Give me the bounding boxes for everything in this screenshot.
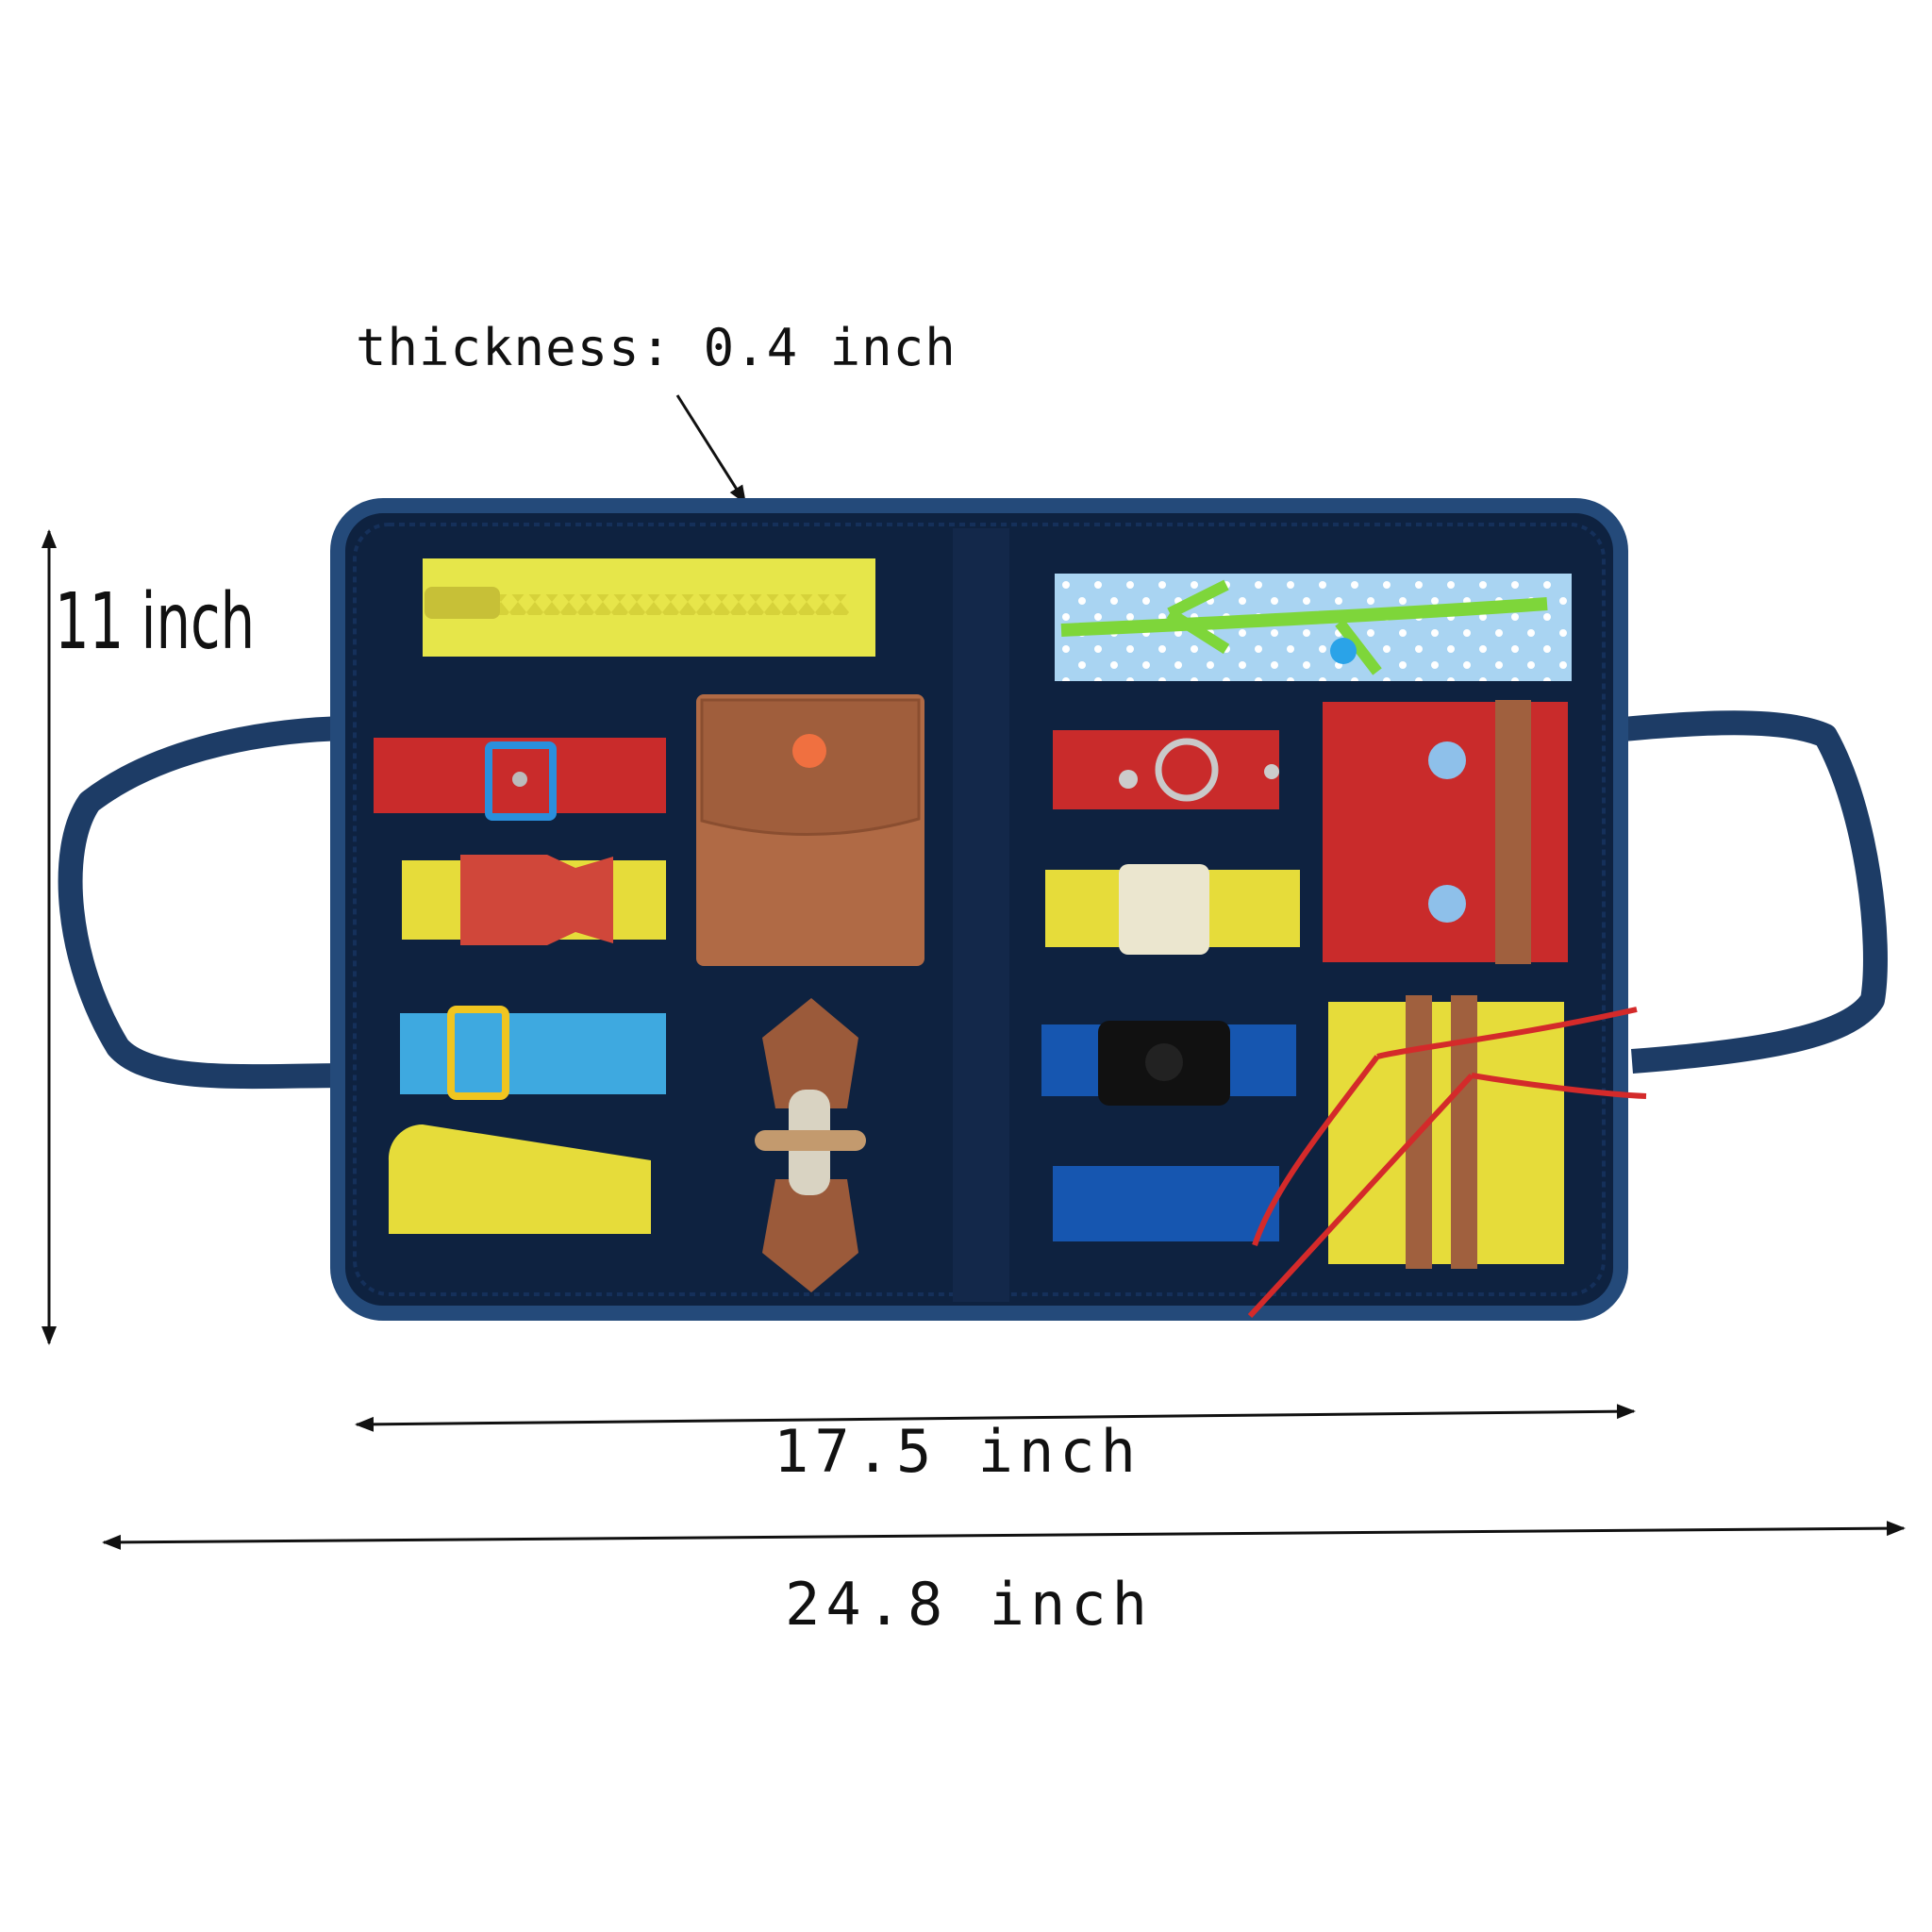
thickness-label: thickness: 0.4 inch [356,318,957,377]
yellow-quick-release-buckle [1045,864,1300,955]
blue-push-buckle [1041,1021,1296,1106]
yellow-velcro-strap [388,1124,651,1234]
red-belt-buckle [374,738,666,821]
board-width-arrow [355,1404,1636,1432]
zipper [423,558,875,657]
board-stitching [353,523,1606,1296]
total-width-arrow [102,1521,1906,1550]
toggle-clasp [755,998,866,1292]
right-handle [1602,710,1888,1074]
brown-snap-pocket [696,694,924,966]
blue-elastic-strap [1053,1166,1279,1241]
yellow-side-release-buckle [402,855,666,945]
blue-slide-buckle [400,1006,666,1100]
red-snap-ring-strap [1053,730,1279,809]
red-button-flap [1323,700,1568,964]
board-width-label: 17.5 inch [774,1417,1141,1486]
total-width-label: 24.8 inch [785,1570,1153,1639]
thickness-arrow [675,394,747,505]
board-spine [953,528,1009,1302]
lacing-panel [1247,995,1647,1319]
height-label: 11 inch [55,577,256,667]
lace-pocket [1055,574,1572,681]
left-handle [58,716,350,1090]
